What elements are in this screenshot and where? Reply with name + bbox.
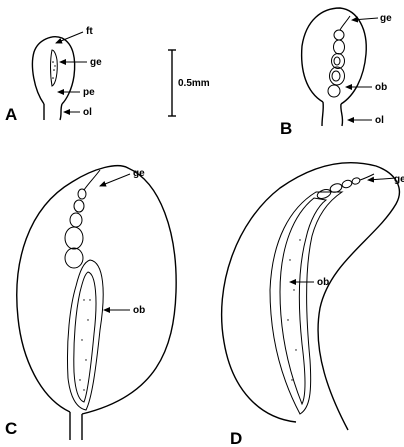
panel-c: ge ob C [5,166,176,440]
panel-a-stalk [44,104,62,120]
panel-c-ovule-outline [17,166,176,414]
panel-c-label-ge: ge [133,168,145,179]
panel-a-label-ol: ol [83,107,92,118]
panel-d-sac-outer [270,192,342,414]
panel-b-label-ol: ol [375,115,384,126]
panel-c-stalk [70,412,82,440]
panel-c-letter: C [5,419,17,438]
panel-a-label-pe: pe [83,87,95,98]
panel-b-arrow-ge [352,18,378,20]
panel-d: ge ob D [222,163,404,447]
panel-a-label-ft: ft [86,26,93,37]
panel-b-letter: B [280,119,292,138]
panel-b-label-ge: ge [380,13,392,24]
panel-d-letter: D [230,429,242,447]
panel-d-sac-dots [287,239,300,380]
panel-d-cell-chain [316,174,374,200]
panel-a-gametophyte-dots [52,61,56,79]
panel-b: ge ob ol B [280,8,392,138]
panel-c-cell-chain [65,170,100,268]
panel-b-label-ob: ob [375,82,387,93]
panel-d-sac-inner [280,198,326,404]
panel-b-ovule-outline [302,8,367,104]
panel-b-stalk [322,102,343,126]
panel-c-sac-outer [67,260,103,410]
panel-a-gametophyte [51,50,58,86]
panel-c-label-ob: ob [133,305,145,316]
panel-a: ft ge pe ol A [5,26,102,124]
panel-c-arrow-ge [100,174,130,186]
panel-d-arrow-ge [368,178,396,180]
panel-d-label-ob: ob [317,277,329,288]
panel-b-cell-chain [328,16,350,97]
panel-a-label-ge: ge [90,57,102,68]
scale-bar-label: 0.5mm [178,78,210,89]
scale-bar: 0.5mm [168,50,210,116]
panel-a-letter: A [5,105,17,124]
panel-d-label-ge: ge [394,174,404,185]
